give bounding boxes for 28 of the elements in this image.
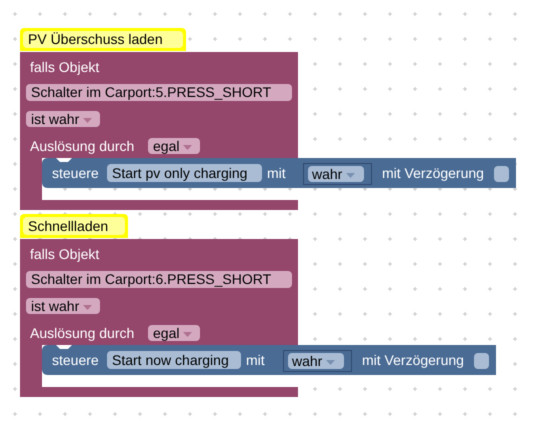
object-field: Schalter im Carport:5.PRESS_SHORT [26, 84, 292, 101]
block-label: Auslösung durch [30, 138, 134, 154]
block-label: mit Verzögerung [382, 165, 484, 181]
dropdown-field: egal [148, 325, 200, 341]
object-field: Start now charging [107, 351, 241, 369]
comment-tag: PV Überschuss laden [20, 28, 186, 51]
control-block [42, 345, 496, 375]
block-label: mit [246, 352, 265, 368]
block-label: mit Verzögerung [362, 352, 464, 368]
control-block [42, 158, 516, 188]
dropdown-field: egal [148, 138, 200, 154]
comment-tag: Schnellladen [20, 214, 128, 238]
value-block [303, 163, 372, 185]
block-label: Auslösung durch [30, 325, 134, 341]
value-block [283, 350, 352, 372]
block-label: falls Objekt [30, 59, 100, 75]
checkbox [474, 353, 489, 369]
dropdown-field: ist wahr [26, 298, 100, 314]
dropdown-field: wahr [308, 166, 364, 182]
object-field: Schalter im Carport:6.PRESS_SHORT [26, 271, 292, 288]
dropdown-field: wahr [288, 353, 344, 369]
dropdown-field: ist wahr [26, 111, 100, 127]
block-label: mit [267, 165, 286, 181]
block-label: falls Objekt [30, 246, 100, 262]
checkbox [494, 166, 509, 182]
block-label: steuere [52, 352, 99, 368]
block-label: steuere [52, 165, 99, 181]
object-field: Start pv only charging [107, 164, 262, 182]
